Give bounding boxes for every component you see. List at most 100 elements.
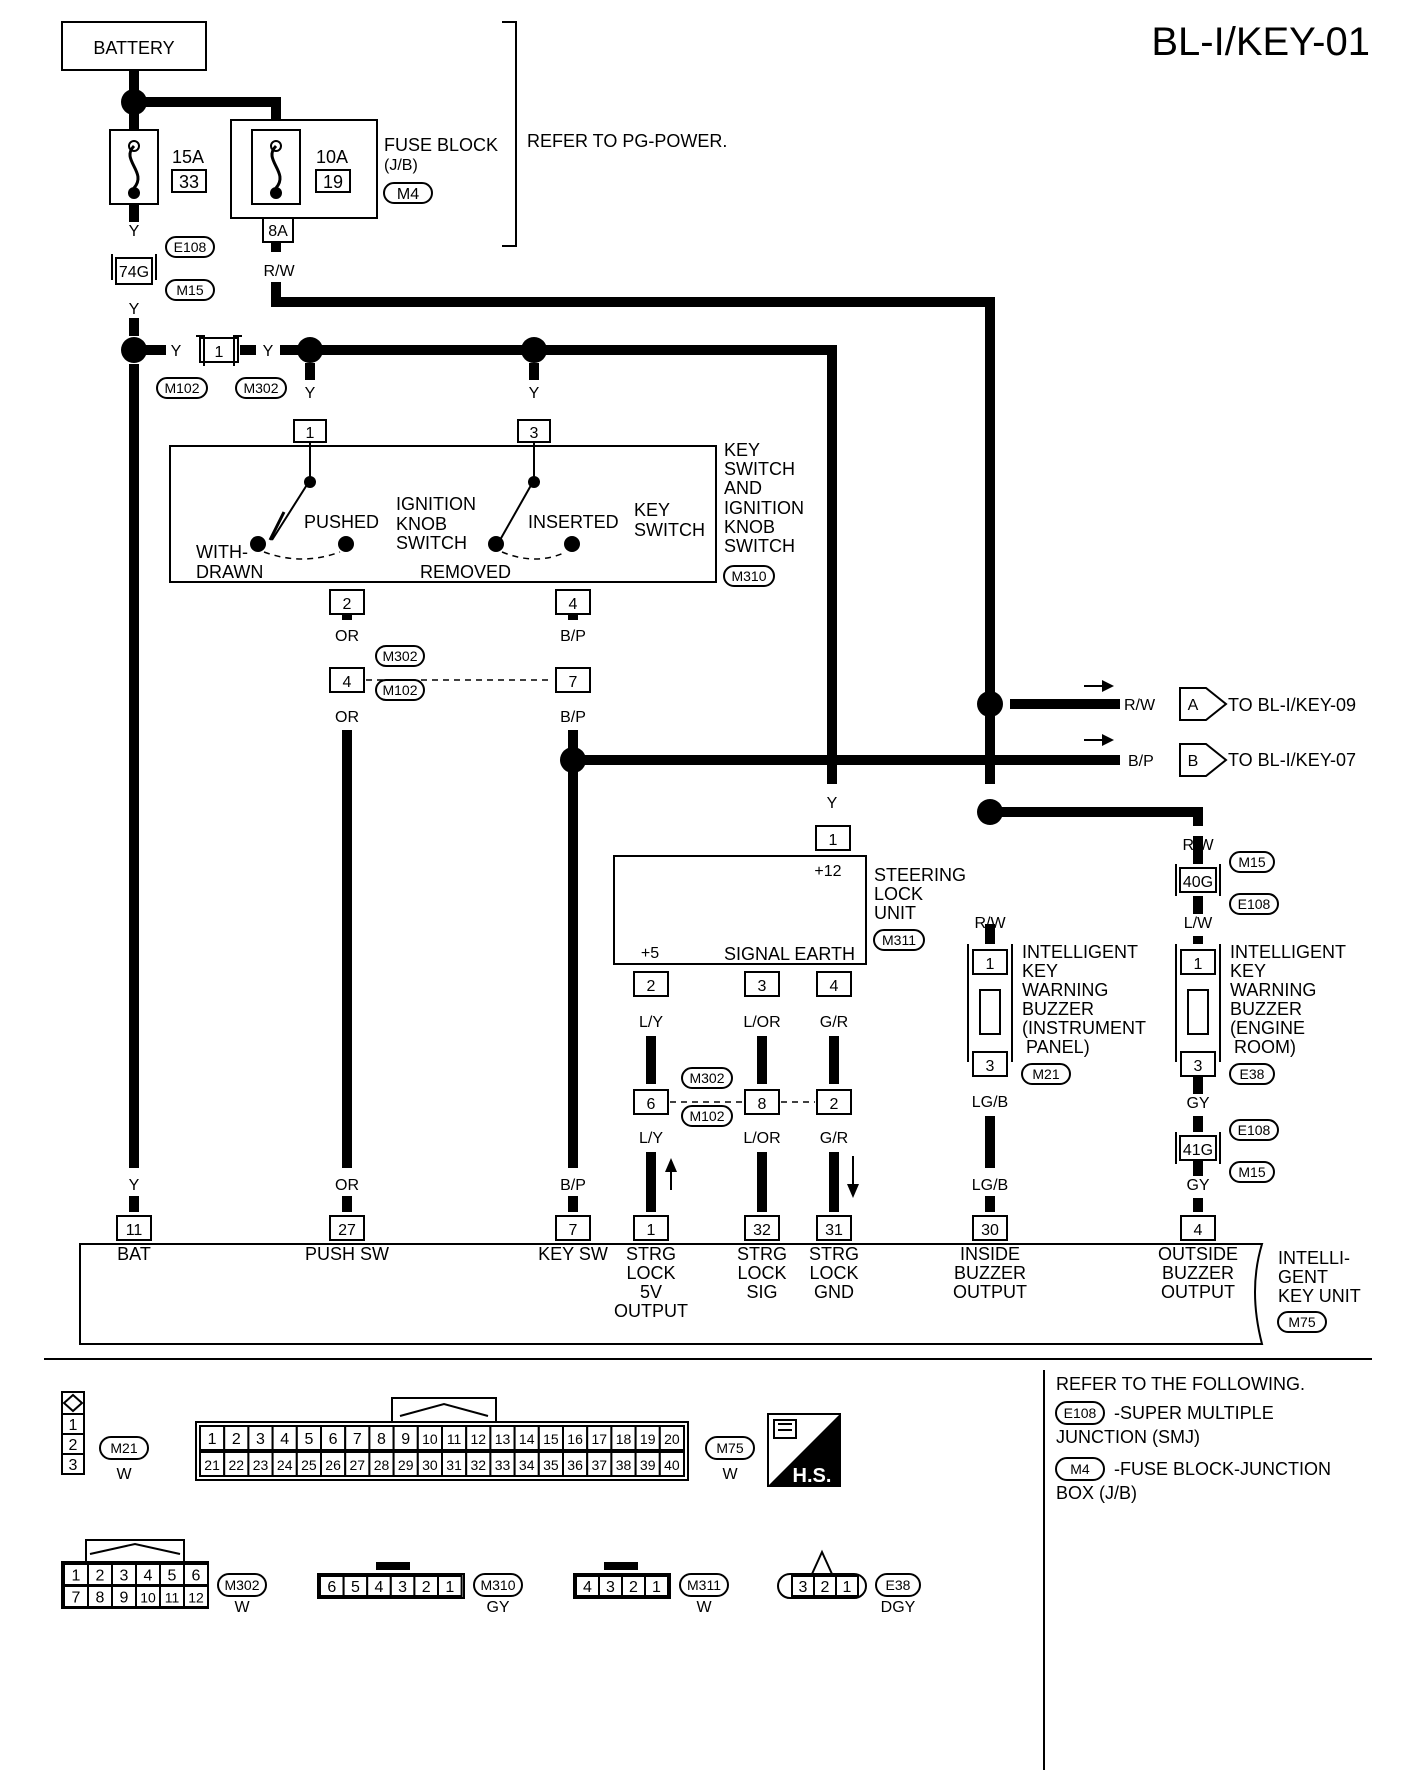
- svg-text:M302: M302: [382, 648, 417, 664]
- m75-cell: [344, 1425, 371, 1451]
- svg-text:WARNING: WARNING: [1230, 980, 1316, 1000]
- page-code: BL-I/KEY-01: [1151, 20, 1370, 64]
- svg-text:(ENGINE: (ENGINE: [1230, 1018, 1305, 1038]
- m75-pin: 30: [422, 1457, 438, 1473]
- svg-text:OUTPUT: OUTPUT: [953, 1282, 1027, 1302]
- svg-text:41G: 41G: [1183, 1142, 1213, 1159]
- m75-pin: 24: [277, 1457, 293, 1473]
- m75-pin: 14: [519, 1431, 535, 1447]
- svg-text:B/P: B/P: [560, 1177, 586, 1194]
- m75-cell: [586, 1425, 613, 1451]
- svg-text:IGNITION: IGNITION: [396, 494, 476, 514]
- svg-text:KEY SW: KEY SW: [538, 1244, 608, 1264]
- svg-text:JUNCTION (SMJ): JUNCTION (SMJ): [1056, 1427, 1200, 1447]
- svg-text:L/OR: L/OR: [743, 1014, 780, 1031]
- svg-text:DRAWN: DRAWN: [196, 562, 263, 582]
- m75-cell: [199, 1451, 226, 1477]
- m75-pin: 31: [446, 1457, 462, 1473]
- svg-text:E38: E38: [886, 1577, 911, 1593]
- ikey-unit-terminals: 11 27 7 1 32 31 30 4: [116, 1215, 1216, 1241]
- m75-cell: [658, 1451, 685, 1477]
- svg-text:H.S.: H.S.: [793, 1465, 832, 1487]
- svg-text:31: 31: [825, 1222, 843, 1239]
- svg-text:40G: 40G: [1183, 874, 1213, 891]
- m75-pin: 40: [664, 1457, 680, 1473]
- svg-text:KEY: KEY: [1022, 961, 1058, 981]
- connector-face-m21: 1 2 3 M21 W: [61, 1391, 149, 1483]
- m75-cell: [295, 1451, 322, 1477]
- svg-text:M302: M302: [243, 380, 278, 396]
- m302-pin: 4: [144, 1568, 153, 1585]
- svg-text:4: 4: [1194, 1222, 1203, 1239]
- svg-text:Y: Y: [263, 343, 274, 360]
- svg-text:M302: M302: [689, 1070, 724, 1086]
- m75-pin: 39: [640, 1457, 656, 1473]
- m75-pin: 11: [447, 1431, 462, 1447]
- svg-text:30: 30: [981, 1222, 999, 1239]
- m302-pin: 8: [96, 1590, 105, 1607]
- svg-text:3: 3: [530, 425, 539, 442]
- svg-text:Y: Y: [827, 795, 838, 812]
- m302-pin: 10: [140, 1590, 156, 1606]
- svg-text:M311: M311: [882, 932, 916, 948]
- e38-pin: 1: [843, 1579, 852, 1596]
- svg-text:UNIT: UNIT: [874, 903, 916, 923]
- svg-text:G/R: G/R: [820, 1014, 848, 1031]
- m75-pin: 27: [350, 1457, 366, 1473]
- svg-text:L/Y: L/Y: [639, 1014, 663, 1031]
- svg-text:GY: GY: [486, 1599, 509, 1616]
- m310-pin: 3: [398, 1579, 407, 1596]
- svg-text:E108: E108: [174, 239, 207, 255]
- svg-text:L/Y: L/Y: [639, 1130, 663, 1147]
- svg-text:B: B: [1188, 753, 1199, 770]
- m75-cell: [392, 1451, 419, 1477]
- m75-cell: [320, 1451, 347, 1477]
- svg-text:B/P: B/P: [560, 709, 586, 726]
- m75-pin: 35: [543, 1457, 559, 1473]
- m75-pin: 2: [232, 1431, 241, 1448]
- svg-text:Y: Y: [129, 1177, 140, 1194]
- svg-text:7: 7: [569, 674, 578, 691]
- m310-cell: [437, 1575, 463, 1597]
- svg-text:M102: M102: [689, 1108, 724, 1124]
- svg-text:SIG: SIG: [746, 1282, 777, 1302]
- svg-text:M310: M310: [731, 568, 766, 584]
- m75-cell: [295, 1425, 322, 1451]
- svg-text:GENT: GENT: [1278, 1267, 1328, 1287]
- m75-pin: 10: [422, 1431, 438, 1447]
- key-switch-box: [169, 445, 717, 583]
- m310-pin: 6: [327, 1579, 336, 1596]
- m75-pin: 25: [301, 1457, 317, 1473]
- svg-text:BAT: BAT: [117, 1244, 151, 1264]
- m75-pin: 23: [253, 1457, 269, 1473]
- svg-text:KEY: KEY: [634, 500, 670, 520]
- fuse-33-amps: 15A: [172, 147, 204, 167]
- m75-cell: [368, 1425, 395, 1451]
- svg-text:GY: GY: [1186, 1177, 1209, 1194]
- m75-cell: [658, 1425, 685, 1451]
- ikey-unit-box: [79, 1243, 1264, 1345]
- m75-pin: 12: [471, 1431, 487, 1447]
- m75-pin: 22: [229, 1457, 245, 1473]
- svg-text:R/W: R/W: [263, 263, 295, 280]
- m302-pin: 5: [168, 1568, 177, 1585]
- m75-cell: [513, 1451, 540, 1477]
- svg-text:SWITCH: SWITCH: [396, 533, 467, 553]
- terminal-74g: 74G: [119, 264, 149, 281]
- fuse-19-amps: 10A: [316, 147, 348, 167]
- svg-text:4: 4: [569, 596, 578, 613]
- svg-text:M21: M21: [110, 1440, 137, 1456]
- svg-text:SWITCH: SWITCH: [634, 520, 705, 540]
- svg-text:E38: E38: [1240, 1066, 1265, 1082]
- svg-text:R/W: R/W: [974, 915, 1006, 932]
- svg-text:1: 1: [986, 956, 995, 973]
- m310-pin: 5: [351, 1579, 360, 1596]
- svg-text:KEY: KEY: [724, 440, 760, 460]
- offpage-b-text: TO BL-I/KEY-07: [1228, 750, 1356, 770]
- svg-text:W: W: [722, 1466, 738, 1483]
- svg-text:M311: M311: [687, 1577, 721, 1593]
- svg-text:-FUSE BLOCK-JUNCTION: -FUSE BLOCK-JUNCTION: [1114, 1459, 1331, 1479]
- svg-text:1: 1: [1194, 956, 1203, 973]
